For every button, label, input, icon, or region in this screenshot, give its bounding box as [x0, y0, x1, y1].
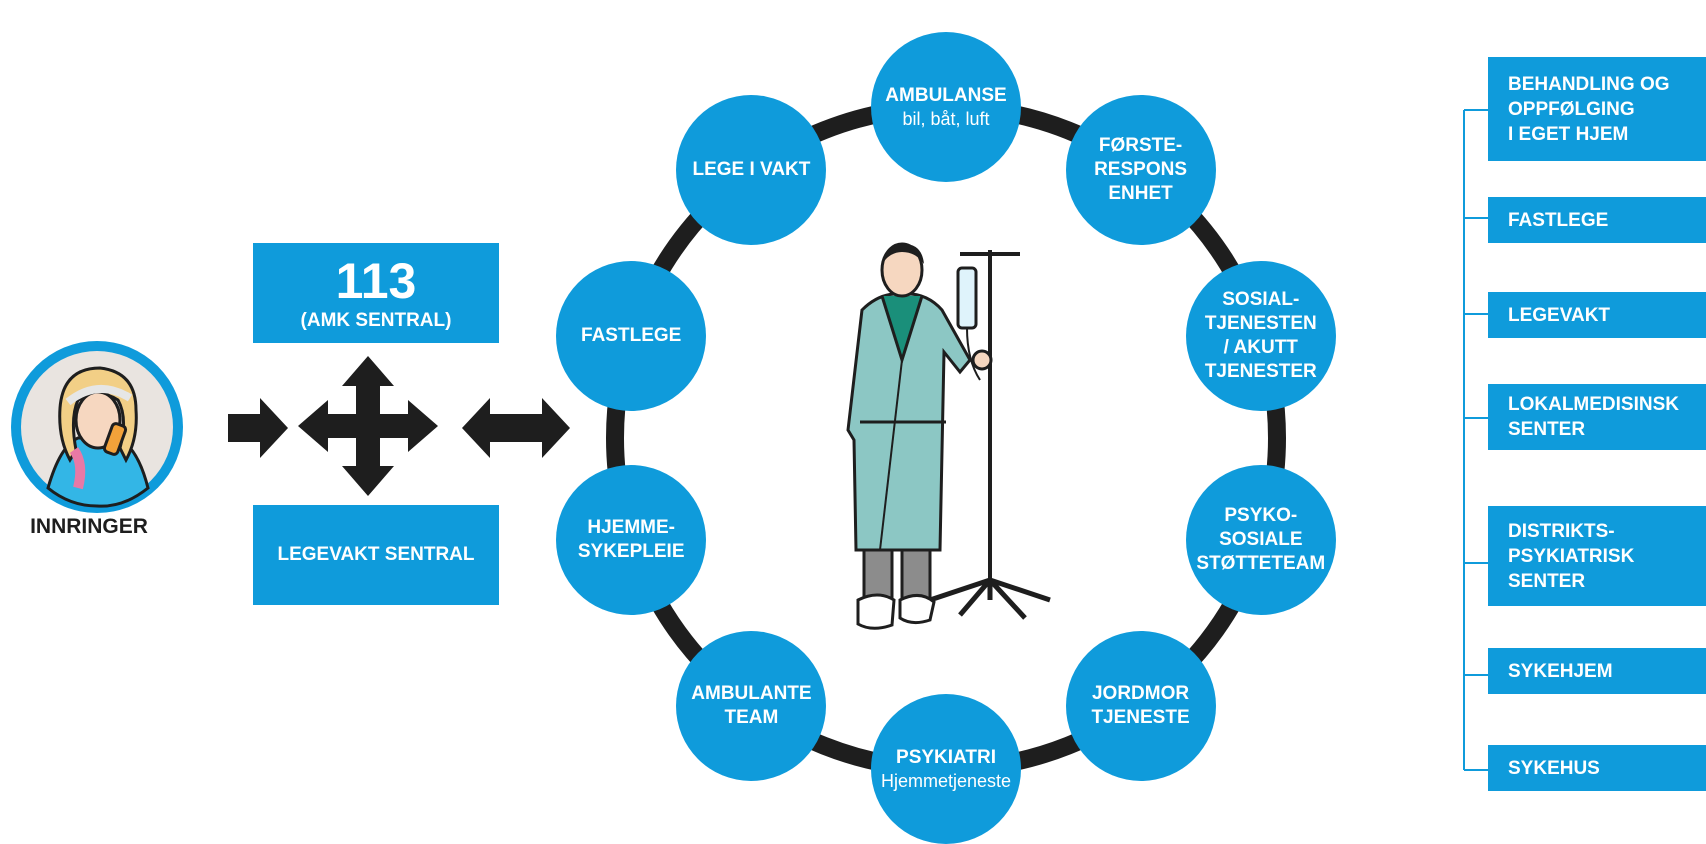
- arrow-right-icon: [228, 398, 288, 458]
- ring-node-hjemmesykepleie: HJEMME- SYKEPLEIE: [556, 465, 707, 616]
- destination-box: BEHANDLING OG OPPFØLGING I EGET HJEM: [1488, 57, 1706, 161]
- ring-node-label: LEGE I VAKT: [692, 159, 811, 181]
- ring-node-label: HJEMME- SYKEPLEIE: [577, 517, 685, 563]
- destination-box: LOKALMEDISINSK SENTER: [1488, 384, 1706, 450]
- amk-sentral-label: (AMK SENTRAL): [300, 310, 452, 331]
- ring-node-label: FASTLEGE: [581, 324, 682, 346]
- caller-label: INNRINGER: [30, 515, 148, 538]
- ring-node-psykososiale: PSYKO- SOSIALE STØTTETEAM: [1185, 465, 1336, 616]
- emergency-number: 113: [335, 253, 417, 309]
- ring-node-label: JORDMOR TJENESTE: [1091, 682, 1190, 728]
- ring-node-label: FØRSTE- RESPONS ENHET: [1094, 135, 1187, 205]
- destination-label: FASTLEGE: [1508, 209, 1609, 231]
- destination-label: SYKEHJEM: [1508, 660, 1613, 682]
- ring-node-lege-i-vakt: LEGE I VAKT: [676, 95, 827, 246]
- destination-box: LEGEVAKT: [1488, 292, 1706, 338]
- destination-label: DISTRIKTS- PSYKIATRISK SENTER: [1508, 520, 1635, 592]
- ring-node-sosialtjenesten: SOSIAL- TJENESTEN / AKUTT TJENESTER: [1185, 260, 1336, 411]
- patient-with-iv-stand-icon: [846, 242, 1051, 630]
- ring-node-label: SOSIAL- TJENESTEN / AKUTT TJENESTER: [1204, 288, 1317, 382]
- destination-label: LOKALMEDISINSK SENTER: [1508, 394, 1679, 440]
- caller-avatar: [8, 338, 186, 516]
- legevakt-sentral-label: LEGEVAKT SENTRAL: [277, 544, 475, 565]
- destination-label: LEGEVAKT: [1508, 304, 1611, 326]
- amk-sentral-box: 113 (AMK SENTRAL): [253, 243, 499, 343]
- ring-node-label: PSYKO- SOSIALE STØTTETEAM: [1196, 505, 1326, 575]
- ring-node-label: AMBULANTE TEAM: [691, 682, 812, 728]
- destination-box: DISTRIKTS- PSYKIATRISK SENTER: [1488, 506, 1706, 606]
- ring-node-psykiatri: PSYKIATRI Hjemmetjeneste: [871, 694, 1021, 844]
- ring-node-label: AMBULANSE: [885, 85, 1007, 106]
- four-way-arrow-icon: [298, 356, 438, 496]
- caller-on-phone-icon: [11, 341, 183, 513]
- ring-node-sublabel: bil, båt, luft: [902, 109, 990, 129]
- ring-node-forsterespons: FØRSTE- RESPONS ENHET: [1065, 95, 1216, 246]
- destination-bracket: [1463, 109, 1488, 771]
- destination-label: SYKEHUS: [1508, 757, 1600, 779]
- destination-box: FASTLEGE: [1488, 197, 1706, 243]
- ring-node-jordmor: JORDMOR TJENESTE: [1065, 630, 1216, 781]
- legevakt-sentral-box: LEGEVAKT SENTRAL: [253, 505, 499, 605]
- ring-node-fastlege: FASTLEGE: [556, 260, 707, 411]
- destination-label: BEHANDLING OG OPPFØLGING I EGET HJEM: [1508, 73, 1670, 145]
- ring-node-sublabel: Hjemmetjeneste: [880, 771, 1012, 791]
- destination-box: SYKEHUS: [1488, 745, 1706, 791]
- ring-node-ambulanse: AMBULANSE bil, båt, luft: [871, 32, 1021, 182]
- double-arrow-icon: [462, 398, 570, 458]
- destination-box: SYKEHJEM: [1488, 648, 1706, 694]
- ring-node-ambulante-team: AMBULANTE TEAM: [676, 630, 827, 781]
- ring-node-label: PSYKIATRI: [896, 747, 996, 768]
